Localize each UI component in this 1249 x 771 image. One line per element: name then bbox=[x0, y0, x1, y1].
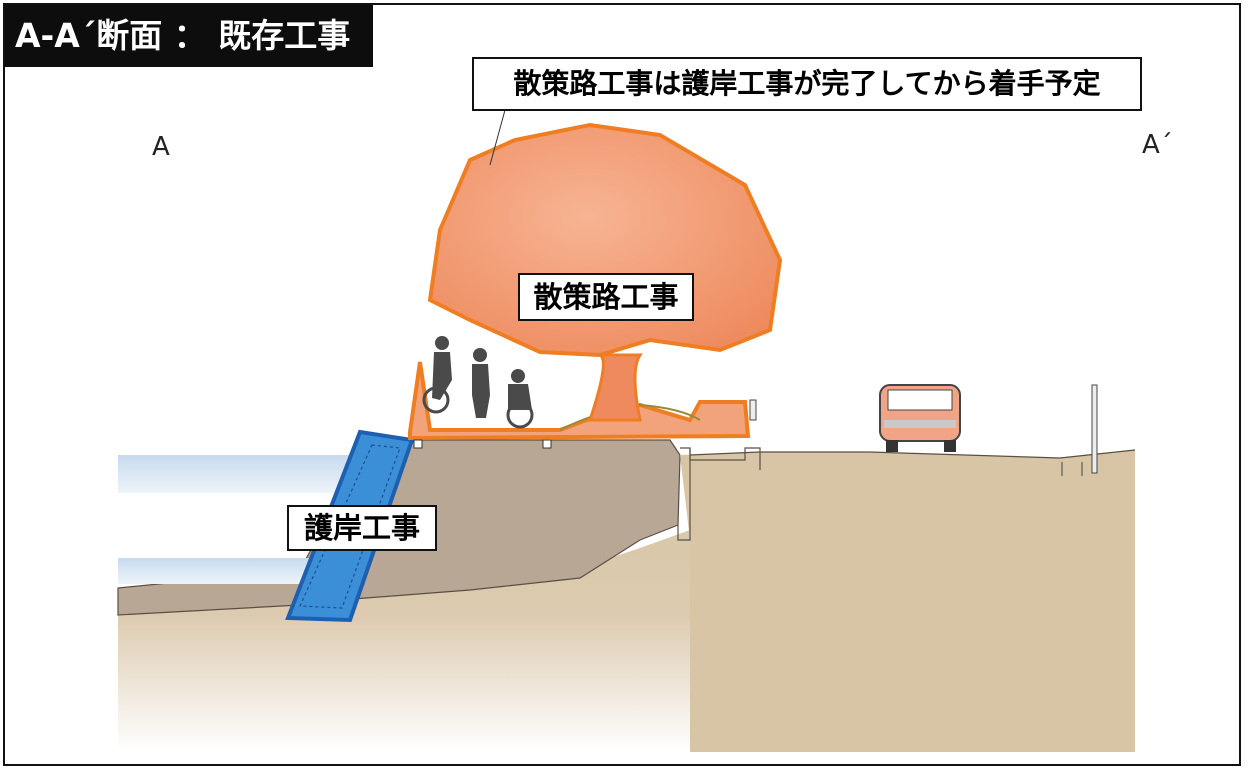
schedule-callout: 散策路工事は護岸工事が完了してから着手予定 bbox=[472, 57, 1142, 111]
people-silhouettes bbox=[422, 336, 534, 429]
water-upper bbox=[118, 455, 378, 493]
section-marker-a: A bbox=[152, 132, 170, 162]
section-marker-a-prime: A´ bbox=[1142, 130, 1173, 160]
car-illustration bbox=[879, 384, 961, 452]
section-title: A-A´断面 ： 既存工事 bbox=[5, 5, 373, 67]
revetment-work-label: 護岸工事 bbox=[287, 505, 437, 551]
water-lower bbox=[118, 558, 318, 584]
walkway-highlight bbox=[408, 361, 751, 441]
road-ground bbox=[680, 450, 1135, 752]
walkway-work-label: 散策路工事 bbox=[518, 273, 694, 321]
